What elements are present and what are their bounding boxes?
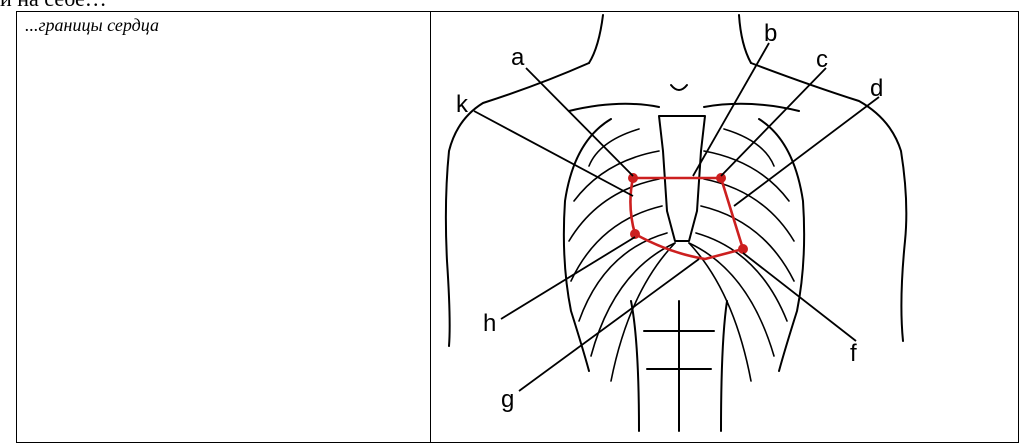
label-d: d — [870, 75, 883, 102]
label-b: b — [764, 20, 777, 47]
caption-cell: ...границы сердца — [17, 12, 431, 443]
point-top-left — [628, 173, 638, 183]
table-row: ...границы сердца — [17, 12, 1019, 443]
content-table: ...границы сердца — [16, 11, 1019, 443]
abdomen — [631, 301, 727, 431]
label-c: c — [816, 46, 828, 73]
illustration-cell: a b c d k h g f — [431, 12, 1019, 443]
label-a: a — [511, 44, 525, 71]
heart-border-outline — [630, 178, 743, 259]
heart-borders — [630, 178, 743, 259]
jugular-notch — [671, 85, 687, 90]
label-h: h — [483, 310, 496, 337]
leader-lines — [474, 43, 879, 391]
point-top-right — [716, 173, 726, 183]
header-fragment: и на себе… — [0, 0, 107, 10]
label-g: g — [501, 386, 514, 413]
neck-outline — [589, 15, 751, 63]
ribs — [569, 129, 794, 381]
point-bottom-right — [738, 244, 748, 254]
caption-text: ...границы сердца — [17, 12, 430, 35]
chest-heart-borders-illustration: a b c d k h g f — [431, 12, 1019, 442]
label-k: k — [456, 91, 469, 118]
collarbone-left — [569, 104, 659, 111]
shoulder-right — [751, 63, 906, 341]
label-f: f — [850, 340, 857, 367]
